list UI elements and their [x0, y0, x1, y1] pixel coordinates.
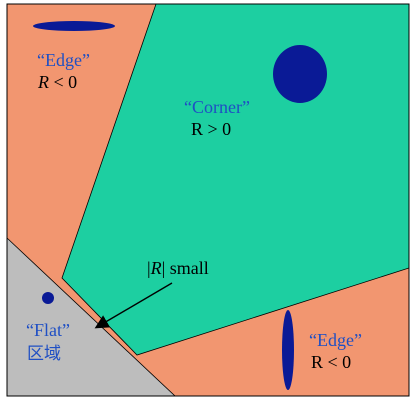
edge-bottom-right-condition: R < 0 [311, 352, 352, 372]
r-symbol: R [38, 72, 49, 92]
r-small-annotation: |R| small [147, 258, 209, 278]
edge-top-left-condition: R < 0 [38, 72, 77, 92]
corner-condition: R > 0 [191, 119, 232, 139]
annotation-arrow [94, 282, 173, 329]
diagram-border [6, 3, 410, 397]
small-circle-icon [42, 292, 54, 304]
vertical-ellipse-icon [282, 310, 294, 390]
r-symbol: R [150, 258, 162, 278]
abs-bar-right: | [161, 258, 166, 278]
abs-bar-left: | [147, 258, 151, 278]
corner-label: “Corner” [184, 97, 250, 117]
annotation-suffix: small [165, 258, 209, 278]
edge-top-left-label: “Edge” [37, 50, 90, 70]
horizontal-ellipse-icon [33, 21, 115, 31]
condition-rest: < 0 [49, 72, 78, 92]
edge-bottom-right-label: “Edge” [309, 330, 362, 350]
flat-label: “Flat” [26, 320, 70, 340]
flat-sub-label: 区域 [27, 344, 61, 364]
large-circle-icon [273, 45, 327, 103]
